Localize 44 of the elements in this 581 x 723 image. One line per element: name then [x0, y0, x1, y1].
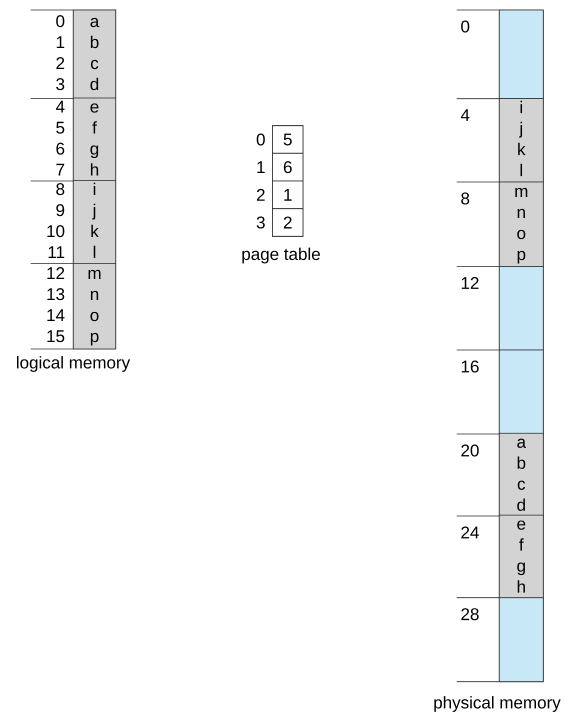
table-cell: 5	[272, 125, 304, 154]
address-label: 5	[56, 122, 64, 134]
frame-cell: a b c d	[498, 432, 544, 518]
address-label: 1	[56, 36, 64, 48]
frame-cell	[498, 350, 544, 434]
index-label: 0	[256, 134, 265, 146]
address-label: 3	[56, 78, 64, 90]
address-label: 12	[462, 277, 479, 289]
address-label: 0	[461, 20, 470, 33]
address-label: 2	[56, 57, 64, 69]
index-label: 3	[256, 216, 265, 229]
frame-cell	[498, 266, 544, 350]
address-label: 20	[461, 444, 479, 457]
index-label: 1	[257, 161, 265, 173]
address-label: 28	[461, 608, 479, 620]
address-label: 4	[56, 100, 64, 112]
address-label: 14	[47, 309, 64, 321]
page-cell: a b c d	[72, 10, 116, 99]
frame-cell	[498, 10, 544, 100]
address-label: 10	[47, 225, 64, 238]
address-label: 15	[47, 330, 64, 342]
frame-cell: m n o p	[498, 182, 544, 267]
address-label: 9	[56, 204, 64, 216]
page-cell: m n o p	[72, 263, 116, 350]
memory-label: logical memory	[17, 356, 130, 372]
index-label: 2	[256, 188, 265, 201]
memory-label: physical memory	[434, 696, 561, 712]
table-cell: 2	[272, 208, 304, 237]
address-label: 8	[461, 192, 470, 205]
frame-cell: e f g h	[498, 514, 544, 599]
frame-cell	[498, 597, 544, 682]
address-label: 13	[47, 288, 64, 300]
table-label: page table	[242, 248, 320, 264]
address-label: 12	[47, 267, 64, 279]
address-label: 24	[461, 526, 479, 538]
address-label: 0	[56, 15, 64, 28]
address-label: 8	[56, 183, 64, 196]
address-label: 16	[462, 360, 479, 373]
table-cell: 1	[272, 180, 304, 210]
address-label: 7	[56, 164, 64, 176]
address-label: 4	[460, 109, 470, 121]
table-cell: 6	[272, 152, 304, 182]
address-label: 6	[56, 142, 64, 155]
address-label: 11	[48, 246, 64, 258]
